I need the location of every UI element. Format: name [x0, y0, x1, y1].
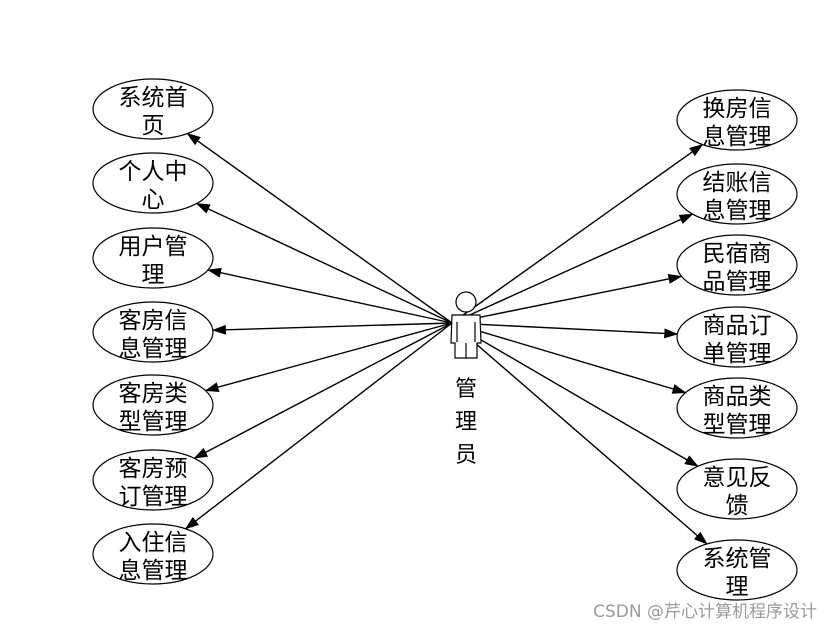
use-case-label-line2: 型管理	[703, 412, 772, 438]
use-case-label-line2: 订管理	[119, 484, 188, 510]
right-connector-6	[451, 322, 699, 467]
actor-label-char: 员	[455, 443, 477, 468]
left-connector-3	[207, 267, 453, 324]
use-case-ellipse	[92, 227, 214, 289]
right-connector-7	[451, 322, 708, 545]
use-case-label-line2: 息管理	[119, 336, 188, 362]
use-case-label-line2: 品管理	[703, 269, 772, 295]
use-case-ellipse	[676, 306, 798, 368]
right-connector-4	[451, 322, 679, 339]
use-case-label-line2: 理	[142, 262, 165, 288]
right-connector-5	[451, 322, 687, 394]
use-case-ellipse	[676, 377, 798, 439]
use-case-ellipse	[676, 234, 798, 296]
actor-label-char: 管	[455, 377, 477, 402]
use-case-label-line1: 入住信	[119, 530, 188, 556]
use-case-label-line1: 结账信	[703, 170, 772, 196]
actor: 管理员	[450, 291, 482, 468]
use-case-label-line2: 页	[142, 113, 165, 139]
connectors	[184, 133, 708, 545]
use-case-label-line2: 息管理	[703, 198, 772, 224]
left-connector-6	[193, 322, 453, 459]
use-case-ellipse	[92, 78, 214, 140]
left-connector-1	[186, 133, 453, 324]
left-connector-7	[184, 322, 453, 530]
use-case-label-line2: 单管理	[703, 341, 772, 367]
use-case-label-line1: 个人中	[119, 159, 188, 185]
use-case-ellipse	[92, 523, 214, 585]
use-case-label-line1: 系统管	[703, 546, 772, 572]
use-case-label-line1: 用户管	[119, 234, 188, 260]
right-connector-1	[451, 143, 704, 324]
left-connector-2	[195, 202, 453, 324]
use-case-label-line1: 换房信	[703, 96, 772, 122]
use-case-ellipse	[676, 89, 798, 151]
use-case-label-line2: 理	[726, 574, 749, 600]
left-connector-4	[211, 322, 453, 335]
use-cases: 系统首页个人中心用户管理客房信息管理客房类型管理客房预订管理入住信息管理换房信息…	[92, 78, 798, 601]
use-case-label-line1: 商品订	[703, 313, 772, 339]
use-case-label-line1: 客房信	[119, 308, 188, 334]
use-case-ellipse	[92, 449, 214, 511]
use-case-ellipse	[676, 539, 798, 601]
use-case-ellipse	[676, 163, 798, 225]
use-case-ellipse	[676, 458, 798, 520]
right-connector-3	[451, 274, 683, 324]
use-case-ellipse	[92, 301, 214, 363]
use-case-label-line2: 息管理	[703, 124, 772, 150]
left-connector-5	[204, 322, 453, 392]
use-case-label-line2: 息管理	[119, 558, 188, 584]
use-case-label-line1: 意见反	[703, 465, 772, 491]
use-case-label-line2: 型管理	[119, 409, 188, 435]
use-case-label-line1: 商品类	[703, 384, 772, 410]
actor-label: 管理员	[455, 377, 477, 468]
person-icon	[450, 291, 482, 359]
use-case-label-line2: 馈	[726, 493, 749, 519]
right-connector-2	[451, 213, 694, 324]
use-case-label-line1: 客房类	[119, 381, 188, 407]
watermark: CSDN @芹心计算机程序设计	[593, 602, 817, 622]
actor-label-char: 理	[455, 410, 477, 435]
use-case-ellipse	[92, 374, 214, 436]
use-case-label-line1: 系统首	[119, 85, 188, 111]
use-case-label-line1: 民宿商	[703, 241, 772, 267]
use-case-label-line1: 客房预	[119, 456, 188, 482]
use-case-ellipse	[92, 152, 214, 214]
use-case-label-line2: 心	[142, 187, 165, 213]
